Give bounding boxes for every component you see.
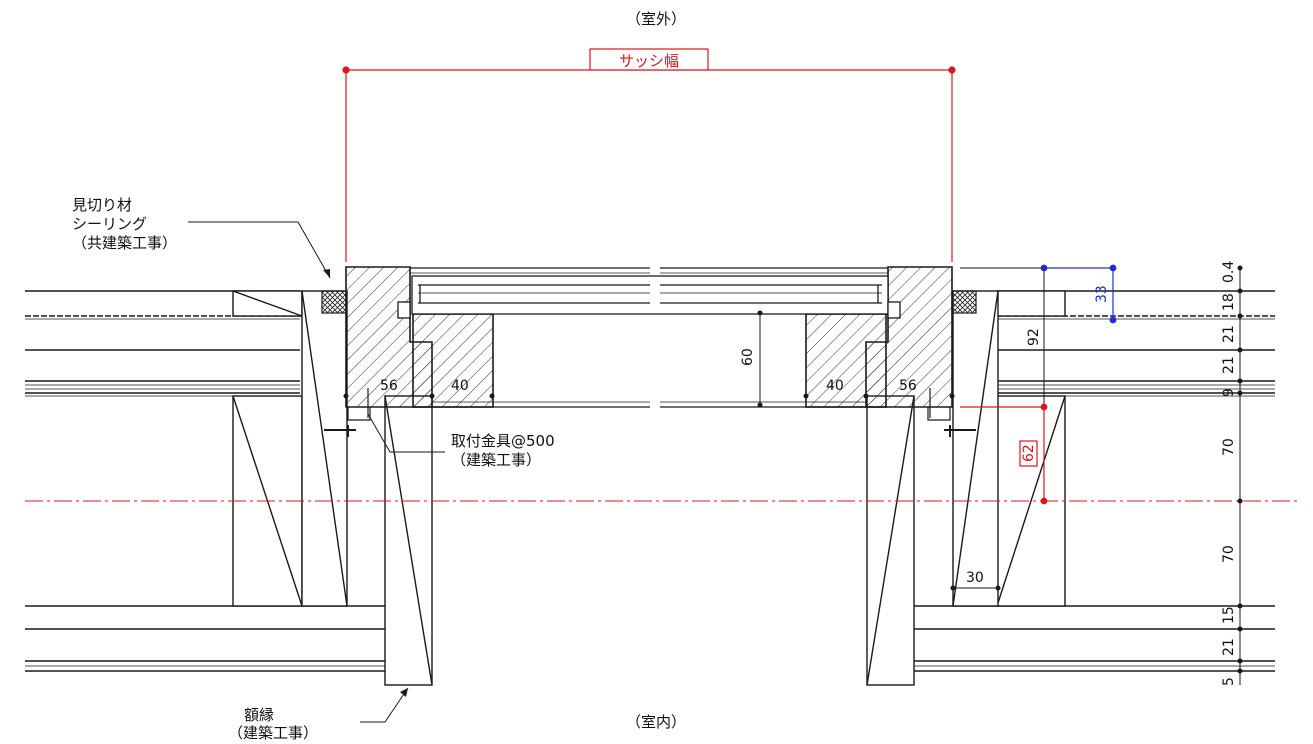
stack-15: 15 xyxy=(1221,606,1237,624)
dim-right-30: 30 xyxy=(966,570,984,586)
left-inner-block xyxy=(412,313,494,408)
stack-70a: 70 xyxy=(1221,438,1237,456)
right-inner-block xyxy=(805,313,887,408)
dim-left-40: 40 xyxy=(451,378,469,394)
right-bracket xyxy=(927,388,976,437)
dim-30-dot-l xyxy=(950,585,956,591)
dim-30-dot-r xyxy=(995,585,1001,591)
left-sealant xyxy=(321,290,347,314)
sash xyxy=(397,267,901,408)
frame-arrow xyxy=(400,688,408,697)
bracket-label-1: 取付金具@500 xyxy=(451,432,555,450)
stack-5: 5 xyxy=(1221,677,1237,686)
indoor-label: （室内） xyxy=(626,713,686,731)
left-studs xyxy=(232,290,433,686)
dim-center-60: 60 xyxy=(740,348,756,366)
outdoor-label: （室外） xyxy=(626,10,686,28)
sash-width-label: サッシ幅 xyxy=(619,52,679,70)
dim-red-62: 62 xyxy=(1021,444,1037,462)
stack-dots xyxy=(1237,265,1243,674)
mikiri-label-2: シーリング xyxy=(72,215,147,233)
dim-right-40: 40 xyxy=(826,378,844,394)
dim-33 xyxy=(1040,264,1117,324)
stack-21a: 21 xyxy=(1221,325,1237,343)
dim-depth-92: 92 xyxy=(1026,328,1042,346)
stack-21b: 21 xyxy=(1221,356,1237,374)
mikiri-leader xyxy=(188,221,331,279)
stack-0-4: 0.4 xyxy=(1221,261,1237,283)
frame-label-2: （建築工事） xyxy=(228,724,318,742)
dim-blue-33: 33 xyxy=(1094,285,1110,303)
sash-width-dimension xyxy=(342,48,956,262)
dim-right-56: 56 xyxy=(899,378,917,394)
mikiri-label-3: （共建築工事） xyxy=(72,234,177,252)
dim-62 xyxy=(960,403,1048,505)
mikiri-arrow xyxy=(323,269,330,278)
stack-9: 9 xyxy=(1221,388,1237,397)
bracket-leader xyxy=(367,413,445,453)
stack-18: 18 xyxy=(1221,293,1237,311)
right-sealant xyxy=(951,290,977,314)
frame-leader xyxy=(360,687,409,723)
bracket-label-2: （建築工事） xyxy=(451,451,541,469)
frame-label-1: 額縁 xyxy=(244,706,274,724)
stack-70b: 70 xyxy=(1221,545,1237,563)
dim-left-56: 56 xyxy=(380,378,398,394)
mikiri-label-1: 見切り材 xyxy=(72,196,132,214)
stack-labels: 0.4 18 21 9 21 70 70 15 21 5 xyxy=(1221,261,1237,686)
left-bracket xyxy=(324,388,371,437)
stack-21c: 21 xyxy=(1221,638,1237,656)
